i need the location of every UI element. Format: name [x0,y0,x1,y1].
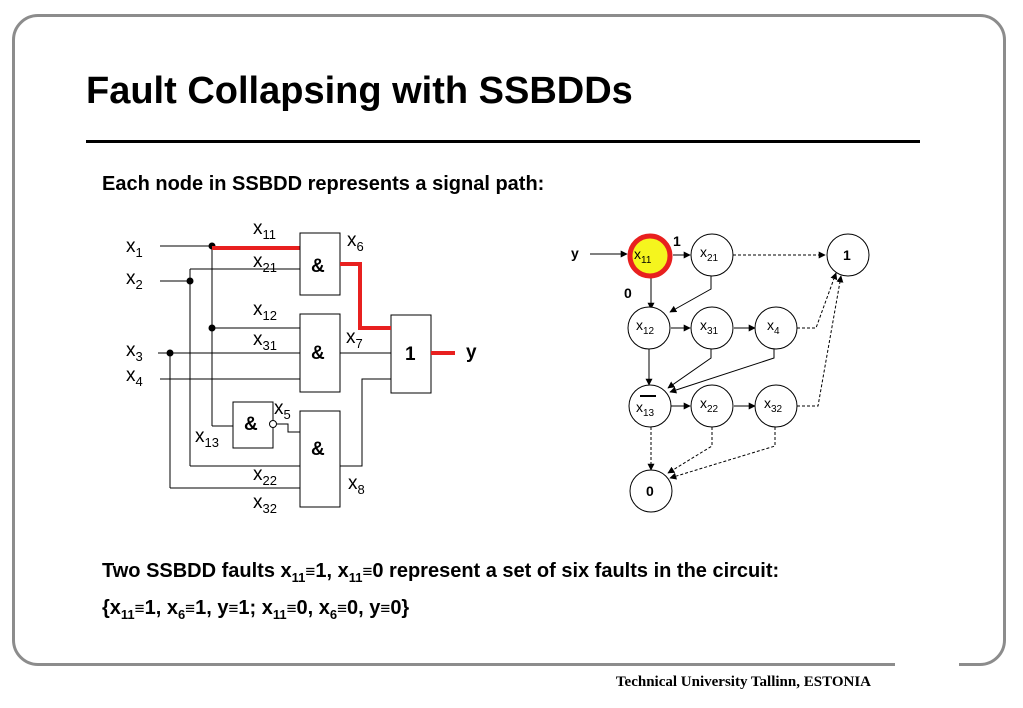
sum2-sub: 6 [177,607,186,622]
label-x11: x11 [253,218,276,242]
wire-x6-highlight [340,262,391,330]
and-gate-1-symbol: & [311,256,325,277]
label-output-y: y [466,342,477,363]
sum2-part: 1; x [238,597,273,619]
label-x8: x8 [348,473,365,497]
edge-x31-x13 [667,347,712,389]
equiv-symbol: ≡ [134,599,145,618]
summary-text: Two SSBDD faults x11≡1, x11≡0 represent … [102,556,779,630]
ssbdd-label-x12: x12 [636,317,655,337]
sum2-sub: 11 [120,607,135,622]
ssbdd-node-x22 [690,384,734,428]
logic-circuit: & & & & 1 x1 x2 x3 x4 x11 x21 x12 x31 x1… [126,218,477,516]
ssbdd-label-x4: x4 [767,317,780,337]
or-gate [390,314,432,394]
label-x5: x5 [274,398,291,422]
summary-line-2: {x11≡1, x6≡1, y≡1; x11≡0, x6≡0, y≡0} [102,593,779,630]
ssbdd-terminal-one-label: 1 [843,247,851,263]
equiv-symbol: ≡ [305,562,316,581]
junction-x2 [186,277,194,285]
title-underline [86,140,920,143]
ssbdd-label-x13: x13 [636,399,655,419]
equiv-symbol: ≡ [185,599,196,618]
sum2-sub: 11 [272,607,287,622]
ssbdd-label-x31: x31 [700,317,719,337]
ssbdd-node-x4 [754,306,798,350]
equiv-symbol: ≡ [228,599,239,618]
and-gate-2 [299,313,341,393]
label-x6: x6 [347,230,364,254]
ssbdd-graph: y 1 0 x11 x21 1 x12 x31 [571,233,870,513]
wire-x8 [340,378,391,467]
edge-label-zero: 0 [624,285,632,301]
edge-x32-zero [669,427,776,480]
label-x31: x31 [253,329,277,353]
sum2-sub: 6 [329,607,338,622]
institution-footer: Technical University Tallinn, ESTONIA [615,674,871,690]
sum2-part: 0} [390,597,410,619]
wire-x5 [277,423,300,433]
nand-gate-symbol: & [244,414,258,435]
ssbdd-label-x21: x21 [700,244,719,264]
and-gate-1 [299,232,341,296]
label-x3: x3 [126,340,143,364]
ssbdd-node-x32 [754,384,798,428]
and-gate-3 [299,410,341,508]
or-gate-symbol: 1 [405,344,416,365]
label-x13: x13 [195,426,219,450]
equiv-symbol: ≡ [362,562,373,581]
junction-x1b [208,324,216,332]
label-x2: x2 [126,268,143,292]
frame-gap [895,654,959,670]
sum1-part: Two SSBDD faults x [102,560,292,582]
ssbdd-terminal-one [826,233,870,277]
ssbdd-label-x32: x32 [764,395,783,415]
ssbdd-node-x12 [627,306,671,350]
sum1-part: 0 represent a set of six faults in the c… [372,560,780,582]
edge-label-one: 1 [673,233,681,249]
edge-x21-x12 [669,276,712,313]
label-x12: x12 [253,299,277,323]
sum2-part: {x [102,597,121,619]
ssbdd-node-x11 [627,233,673,279]
edge-x4-x13 [669,347,775,394]
label-x1: x1 [126,236,143,260]
ssbdd-node-x21 [690,233,734,277]
edge-x4-one [797,272,838,329]
and-gate-2-symbol: & [311,343,325,364]
sum1-part: 1, x [315,560,349,582]
ssbdd-node-x31 [690,306,734,350]
nand-gate [232,401,274,449]
ssbdd-terminal-zero [629,469,673,513]
junction-x3 [166,349,174,357]
sum2-part: 0, x [296,597,330,619]
summary-line-1: Two SSBDD faults x11≡1, x11≡0 represent … [102,556,779,593]
ssbdd-label-x11: x11 [634,246,652,266]
equiv-symbol: ≡ [337,599,348,618]
sum2-part: 1, y [195,597,229,619]
slide-frame [12,14,1006,666]
edge-x32-one [797,275,844,407]
ssbdd-node-x13-inverted [628,384,672,428]
sum1-sub: 11 [348,570,363,585]
sum2-part: 1, x [144,597,178,619]
label-x22: x22 [253,464,277,488]
ssbdd-terminal-zero-label: 0 [646,483,654,499]
equiv-symbol: ≡ [380,599,391,618]
ssbdd-label-x22: x22 [700,395,719,415]
sum1-sub: 11 [291,570,306,585]
label-x21: x21 [253,251,277,275]
edge-x22-zero [667,427,713,474]
label-x7: x7 [346,327,363,351]
sum2-part: 0, y [347,597,381,619]
label-x4: x4 [126,365,143,389]
and-gate-3-symbol: & [311,439,325,460]
slide-subtitle: Each node in SSBDD represents a signal p… [102,173,545,195]
equiv-symbol: ≡ [286,599,297,618]
inverter-bubble [269,420,277,428]
label-x32: x32 [253,492,277,516]
slide-title: Fault Collapsing with SSBDDs [86,70,633,112]
ssbdd-root-label: y [571,245,579,261]
